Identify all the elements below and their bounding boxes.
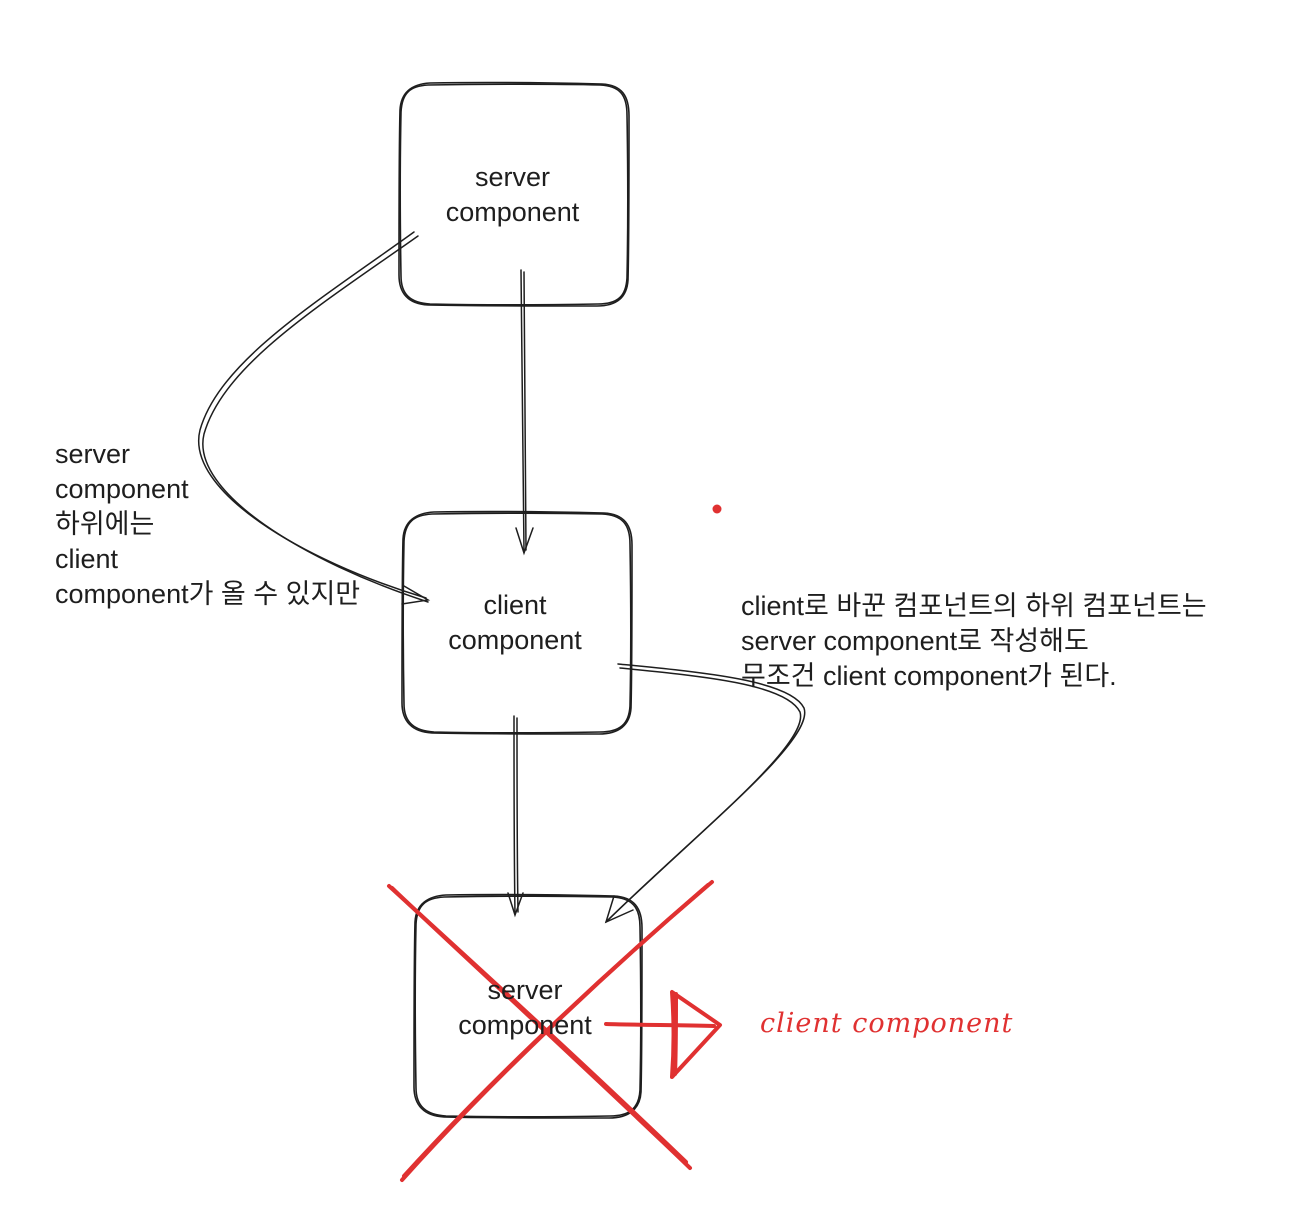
bottom-box-label-line2: component: [458, 1010, 592, 1040]
top-box-label-line1: server: [474, 162, 550, 192]
bottom-server-component-box[interactable]: [413, 893, 643, 1119]
left-annotation-line3: 하위에는: [55, 509, 155, 539]
arrow-middle-to-bottom: [507, 715, 524, 918]
top-server-component-box[interactable]: [398, 81, 630, 307]
middle-box-label-line1: client: [483, 590, 547, 620]
left-annotation-line4: client: [55, 544, 119, 574]
replacement-client-component-label: client component: [760, 1008, 1014, 1039]
left-annotation-line1: server: [55, 439, 131, 469]
top-box-label: server component: [420, 160, 605, 230]
right-annotation-line3: 무조건 client component가 된다.: [741, 661, 1117, 691]
right-annotation: client로 바꾼 컴포넌트의 하위 컴포넌트는 server compone…: [741, 589, 1207, 694]
middle-box-label: client component: [420, 588, 610, 658]
bottom-box-label: server component: [435, 973, 615, 1043]
red-arrow-to-client: [604, 990, 722, 1079]
right-annotation-line1: client로 바꾼 컴포넌트의 하위 컴포넌트는: [741, 591, 1207, 621]
arrow-curve-right: [604, 663, 806, 924]
arrow-top-to-middle: [515, 269, 534, 556]
right-annotation-line2: server component로 작성해도: [741, 626, 1089, 656]
cross-out-mark: [387, 880, 714, 1182]
bottom-box-label-line1: server: [487, 975, 563, 1005]
middle-box-label-line2: component: [448, 625, 582, 655]
left-annotation: server component 하위에는 client component가 …: [55, 437, 360, 612]
arrow-curve-left: [197, 231, 431, 605]
left-annotation-line5: component가 올 수 있지만: [55, 579, 361, 609]
top-box-label-line2: component: [445, 197, 580, 227]
red-dot: [712, 504, 722, 514]
left-annotation-line2: component: [55, 474, 189, 504]
